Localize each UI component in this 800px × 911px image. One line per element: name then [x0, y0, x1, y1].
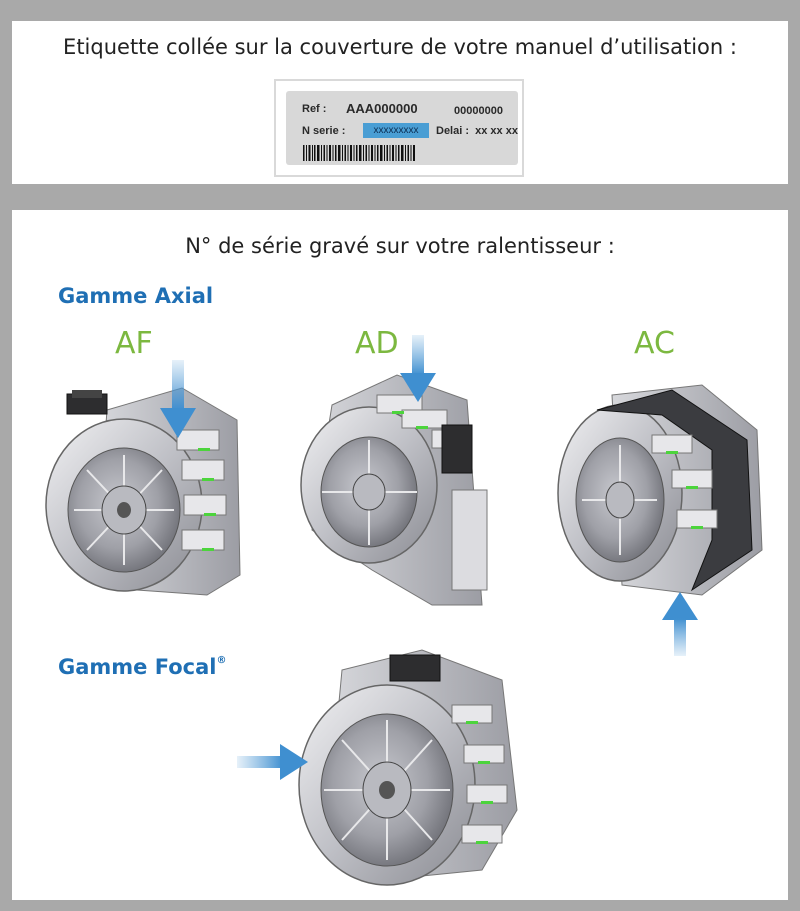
axial-range-title: Gamme Axial [58, 284, 214, 308]
model-label-af: AF [115, 326, 153, 361]
model-label-ad: AD [355, 326, 399, 361]
engraving-panel: N° de série gravé sur votre ralentisseur… [12, 210, 788, 900]
label-sticker: Ref : AAA000000 00000000 N serie : xxxxx… [286, 91, 518, 165]
barcode-icon [303, 145, 415, 161]
retarder-af-image [45, 360, 241, 596]
label-sticker-frame: Ref : AAA000000 00000000 N serie : xxxxx… [274, 79, 524, 177]
model-label-ac: AC [634, 326, 675, 361]
delai-label: Delai : xx xx xx [436, 125, 518, 137]
delai-value: xx xx xx [475, 125, 518, 137]
serie-value-highlight: xxxxxxxxx [363, 123, 429, 138]
label-panel: Etiquette collée sur la couverture de vo… [12, 21, 788, 184]
retarder-ac-image [557, 384, 763, 656]
engraving-heading: N° de série gravé sur votre ralentisseur… [185, 234, 615, 258]
label-heading: Etiquette collée sur la couverture de vo… [63, 35, 737, 59]
ref-key: Ref : [302, 103, 327, 115]
code-value: 00000000 [454, 105, 503, 117]
delai-key: Delai : [436, 125, 470, 137]
serie-key: N serie : [302, 125, 346, 137]
registered-mark: ® [216, 655, 227, 666]
retarder-ad-image [300, 335, 488, 606]
retarder-illustrations [45, 335, 763, 886]
retarder-focal-image [237, 649, 518, 886]
focal-range-title-wrap: Gamme Focal® [58, 655, 226, 679]
ref-value: AAA000000 [346, 101, 418, 116]
focal-range-title: Gamme Focal [58, 655, 217, 679]
